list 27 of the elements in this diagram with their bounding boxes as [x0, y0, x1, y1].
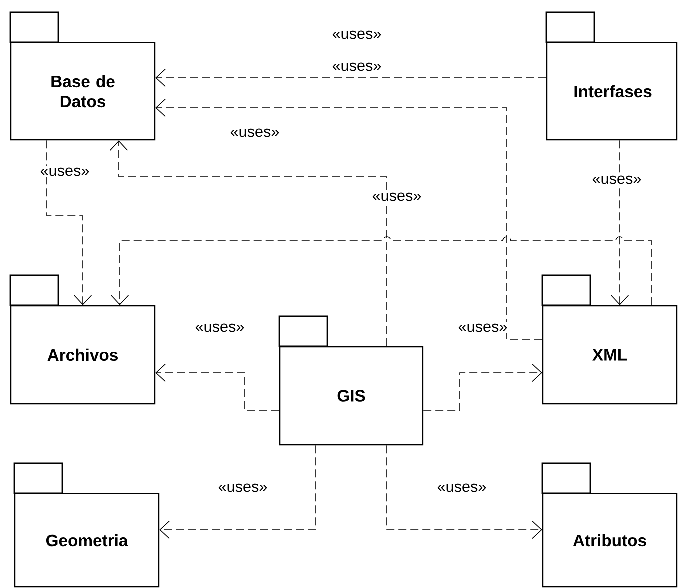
dependency-arrow — [160, 445, 316, 540]
edge-label: «uses» — [456, 322, 510, 334]
dependency-arrow — [156, 98, 543, 340]
package-box: Archivos — [10, 274, 156, 405]
stereotype-label: «uses» — [332, 30, 382, 40]
dependency-arrow — [156, 364, 280, 412]
package-box: Interfases — [546, 12, 678, 141]
package-box: XML — [542, 274, 678, 405]
stereotype-label: «uses» — [230, 128, 280, 138]
edge-label: «uses» — [330, 61, 384, 73]
edge-label: «uses» — [370, 191, 424, 203]
dependency-arrow — [386, 445, 542, 540]
dependency-arrow — [110, 140, 388, 347]
package-box: Atributos — [542, 462, 678, 588]
edge-label: «uses» — [216, 482, 270, 494]
dependency-arrow — [46, 140, 92, 306]
edge-label: «uses» — [436, 482, 488, 494]
package-box: Base de Datos — [10, 12, 156, 141]
package-box: Geometria — [14, 462, 160, 588]
dependency-arrow — [610, 140, 630, 306]
dependency-arrow — [110, 236, 652, 306]
dependency-arrow — [423, 364, 542, 412]
edge-label: «uses» — [590, 174, 644, 186]
package-box: GIS — [278, 316, 424, 446]
dependency-arrow — [156, 68, 547, 88]
edge-label: «uses» — [194, 322, 246, 334]
edge-label: «uses» — [38, 166, 92, 178]
